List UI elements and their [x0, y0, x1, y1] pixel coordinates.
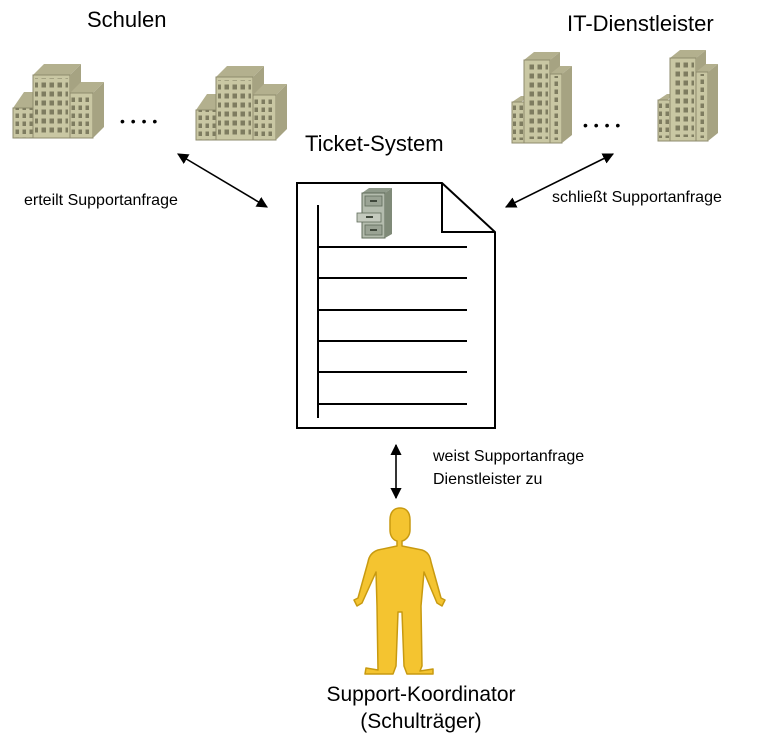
person-icon: [353, 507, 446, 675]
assigns-label-line1: weist Supportanfrage: [433, 448, 585, 465]
assigns-label-line2: Dienstleister zu: [433, 471, 543, 488]
filing-cabinet-icon: [356, 188, 392, 239]
schools-label: Schulen: [87, 7, 167, 32]
office-tower-icon: [657, 50, 718, 142]
providers-ticket-arrow: [504, 153, 615, 208]
coordinator-label-line1: Support-Koordinator: [326, 683, 516, 706]
schools-ellipsis: • • • •: [120, 113, 159, 129]
document-icon: [296, 182, 496, 429]
coordinator-label-line2: (Schulträger): [360, 710, 482, 733]
schools-ticket-arrow: [177, 153, 268, 208]
it-providers-label: IT-Dienstleister: [567, 11, 714, 36]
office-tower-icon: [511, 52, 572, 144]
school-building-icon: [195, 66, 287, 141]
school-building-icon: [12, 64, 104, 139]
request-created-label: erteilt Supportanfrage: [24, 192, 178, 209]
providers-ellipsis: • • • •: [583, 117, 622, 133]
ticket-system-label: Ticket-System: [305, 131, 444, 156]
